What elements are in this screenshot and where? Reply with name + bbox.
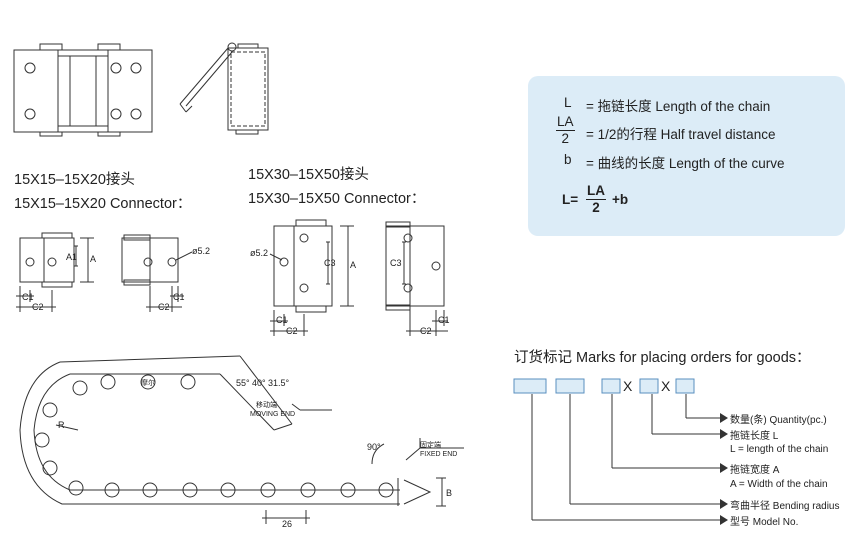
formula-l-symbol: L <box>564 95 572 110</box>
dim-c2-small-2: C2 <box>158 302 170 312</box>
large-connector-side <box>385 221 448 336</box>
small-connector-title-cn: 15X15–15X20接头 <box>14 172 135 188</box>
order-length-en: L = length of the chain <box>730 444 829 455</box>
dim-a-small: A <box>90 254 97 264</box>
dim-hole-large: ø5.2 <box>250 248 269 258</box>
order-marks-lines <box>531 394 720 521</box>
formula-la-desc: = 1/2的行程 Half travel distance <box>586 127 776 142</box>
fixed-end-cn: 固定端 <box>420 442 441 449</box>
order-quantity: 数量(条) Quantity(pc.) <box>730 415 827 426</box>
small-connector-front <box>16 232 94 312</box>
formula-main-lhs: L= <box>562 192 579 207</box>
angle-40: 40° <box>252 378 266 388</box>
formula-main-num: LA <box>586 183 606 200</box>
formula-la-fraction: LA 2 <box>556 114 575 147</box>
angle-31-5: 31.5° <box>268 378 290 388</box>
dim-hole-small: ø5.2 <box>192 246 211 256</box>
link-open-view <box>179 42 269 135</box>
order-radius: 弯曲半径 Bending radius <box>730 501 840 512</box>
moving-end-en: MOVING END <box>250 411 296 418</box>
dim-c1-large-1: C1 <box>276 315 288 325</box>
large-connector-title-en: 15X30–15X50 Connector： <box>248 191 426 207</box>
order-marks-title: 订货标记 Marks for placing orders for goods： <box>514 350 811 366</box>
order-sep-1: X <box>623 378 633 394</box>
fixed-end-en: FIXED END <box>420 451 458 458</box>
link-top-view <box>13 43 153 137</box>
dim-c1-small-2: C1 <box>173 292 185 302</box>
dim-pitch: 26 <box>282 519 293 529</box>
dim-c2-large-2: C2 <box>420 326 432 336</box>
small-connector-title-en: 15X15–15X20 Connector： <box>14 196 192 212</box>
dim-c1-small-1: C1 <box>22 292 34 302</box>
formula-la-num: LA <box>556 114 575 131</box>
drag-chain-assembly <box>19 355 464 524</box>
moving-end-cn: 移动端 <box>256 402 277 409</box>
angle-55: 55° <box>236 378 250 388</box>
order-fields <box>513 378 695 394</box>
link-mark: 摩尔 <box>141 380 155 387</box>
order-model: 型号 Model No. <box>730 517 799 528</box>
formula-la-den: 2 <box>561 131 570 146</box>
formula-main-fraction: LA 2 <box>586 183 606 216</box>
dim-r: R <box>58 420 65 430</box>
formula-l-desc: = 拖链长度 Length of the chain <box>586 99 771 114</box>
formula-b-symbol: b <box>564 152 572 167</box>
formula-box: L = 拖链长度 Length of the chain LA 2 = 1/2的… <box>528 76 845 236</box>
formula-b-desc: = 曲线的长度 Length of the curve <box>586 156 785 171</box>
order-length-cn: 拖链长度 L <box>730 431 779 442</box>
order-width-en: A = Width of the chain <box>730 479 828 490</box>
order-sep-2: X <box>661 378 671 394</box>
dim-c3-large-1: C3 <box>324 258 336 268</box>
dim-c2-small-1: C2 <box>32 302 44 312</box>
dim-c1-large-2: C1 <box>438 315 450 325</box>
dim-b: B <box>446 488 453 498</box>
large-connector-title-cn: 15X30–15X50接头 <box>248 167 369 183</box>
angle-90: 90° <box>367 442 381 452</box>
small-connector-side <box>121 234 193 312</box>
dim-c3-large-2: C3 <box>390 258 402 268</box>
formula-main-den: 2 <box>592 200 600 215</box>
dim-a1-small: A1 <box>66 252 78 262</box>
dim-c2-large-1: C2 <box>286 326 298 336</box>
large-connector-front <box>269 219 354 336</box>
formula-main-rhs: +b <box>612 192 629 207</box>
dim-a-large: A <box>350 260 357 270</box>
order-width-cn: 拖链宽度 A <box>730 465 780 476</box>
